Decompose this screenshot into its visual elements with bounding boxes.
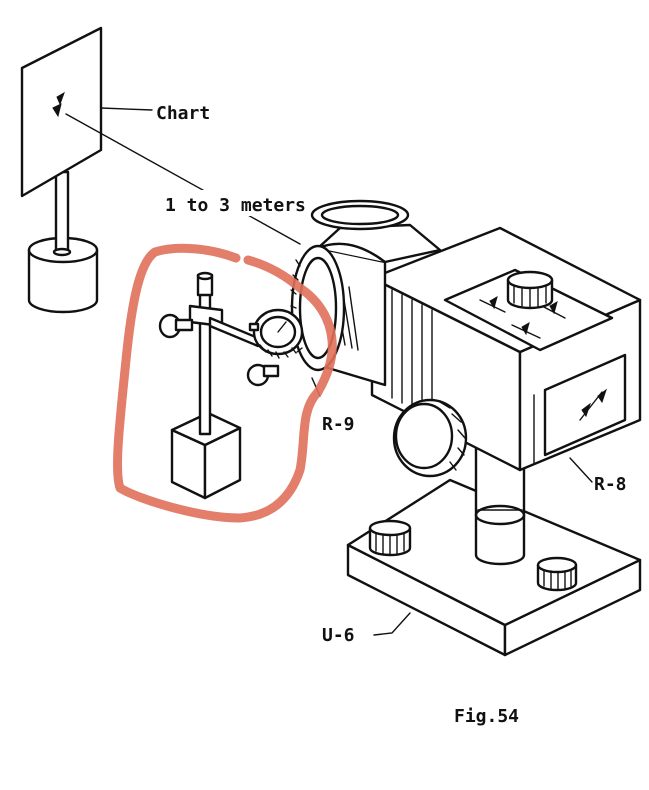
focus-knob xyxy=(392,398,468,478)
distance-label: 1 to 3 meters xyxy=(165,195,306,216)
chart-label: Chart xyxy=(156,103,210,124)
dial-indicator-stand xyxy=(158,271,304,500)
r9-label: R-9 xyxy=(322,414,355,435)
support-post xyxy=(474,443,526,566)
camera-body xyxy=(370,226,642,472)
plate-knob-right xyxy=(536,556,578,592)
u6-label: U-6 xyxy=(322,625,355,646)
chart-board xyxy=(20,26,103,198)
highlight-outline xyxy=(113,243,337,523)
r8-label: R-8 xyxy=(594,474,627,495)
plate-knob-left xyxy=(368,519,412,557)
r8-leader-line xyxy=(569,457,593,483)
figure-caption: Fig.54 xyxy=(454,706,519,727)
chart-leader-line xyxy=(100,107,153,111)
lens-top-ring xyxy=(310,199,410,231)
chart-stand xyxy=(27,170,99,314)
distance-line xyxy=(65,113,301,245)
u6-leader-line xyxy=(373,612,411,636)
top-knob xyxy=(506,270,554,310)
